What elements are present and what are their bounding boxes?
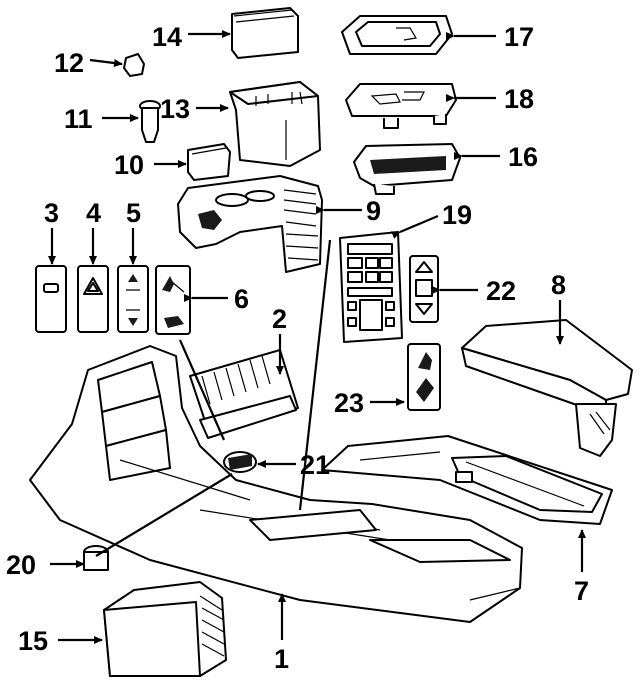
part-21-switch xyxy=(223,451,257,473)
part-13-storage-bin xyxy=(229,81,321,167)
callout-1: 1 xyxy=(274,644,289,674)
part-11-switch xyxy=(139,100,161,143)
callout-8: 8 xyxy=(551,270,566,300)
part-17-shifter-bezel xyxy=(341,15,453,55)
part-7-rear-tray xyxy=(321,435,613,525)
callout-17: 17 xyxy=(504,22,534,52)
part-14-storage-box xyxy=(231,7,299,59)
part-10-block xyxy=(187,143,231,181)
part-2-trim-panel xyxy=(189,349,299,439)
part-23-seat-switches xyxy=(407,343,441,411)
callout-18: 18 xyxy=(504,84,534,114)
part-16-tray xyxy=(353,143,461,195)
callout-20: 20 xyxy=(6,550,36,580)
callout-9: 9 xyxy=(366,196,381,226)
callout-15: 15 xyxy=(18,626,48,656)
callout-14: 14 xyxy=(152,22,182,52)
leader-lines xyxy=(48,30,586,644)
callout-4: 4 xyxy=(86,198,101,228)
callout-21: 21 xyxy=(300,450,330,480)
part-6-seat-switch xyxy=(155,265,191,335)
part-18-shifter-plate xyxy=(345,83,457,129)
part-19-control-panel xyxy=(339,231,403,343)
callout-10: 10 xyxy=(114,150,144,180)
callout-5: 5 xyxy=(126,198,141,228)
part-4-hazard-switch xyxy=(77,265,109,333)
callout-3: 3 xyxy=(44,198,59,228)
part-20-plug xyxy=(83,545,109,571)
callout-2: 2 xyxy=(272,304,287,334)
part-15-ashtray xyxy=(103,581,227,677)
part-9-console-cover xyxy=(177,175,323,273)
callout-11: 11 xyxy=(64,104,93,134)
part-1-console-body xyxy=(29,345,523,623)
callout-labels: 14 17 12 18 11 13 16 10 9 19 3 4 5 6 22 … xyxy=(6,22,589,674)
part-8-armrest xyxy=(461,319,633,457)
part-3-defog-switch xyxy=(35,265,67,333)
callout-23: 23 xyxy=(334,388,364,418)
callout-22: 22 xyxy=(486,276,516,306)
part-22-window-switch xyxy=(409,255,439,323)
callout-6: 6 xyxy=(234,284,249,314)
callout-19: 19 xyxy=(442,200,472,230)
callout-12: 12 xyxy=(54,48,84,78)
callout-13: 13 xyxy=(160,94,190,124)
part-12-bulb xyxy=(123,53,145,77)
callout-7: 7 xyxy=(574,576,589,606)
callout-16: 16 xyxy=(508,142,538,172)
part-5-adjust-switch xyxy=(117,265,149,333)
